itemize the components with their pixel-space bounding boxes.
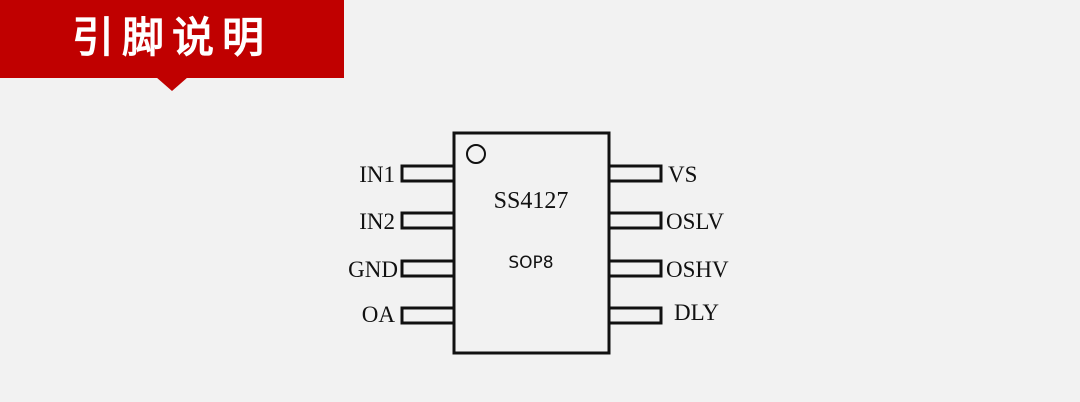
banner-pointer: [156, 77, 188, 91]
pin-label-left-3: GND: [348, 257, 398, 282]
pin-lead-right-4: [607, 306, 663, 325]
pin-lead-left-4: [400, 306, 456, 325]
pin-label-right-2: OSLV: [666, 209, 724, 234]
pin-label-left-4: OA: [362, 302, 396, 327]
pin-lead-left-1: [400, 164, 456, 183]
pin-lead-right-3: [607, 259, 663, 278]
chip-body: [452, 131, 611, 355]
section-title: 引脚说明: [71, 13, 272, 62]
pin-lead-right-2: [607, 211, 663, 230]
chip-package: SOP8: [508, 253, 553, 273]
pin-label-left-1: IN1: [359, 162, 395, 187]
pin1-marker-icon: [466, 144, 486, 164]
pin-label-right-1: VS: [668, 162, 697, 187]
pin-lead-right-1: [607, 164, 663, 183]
pin-label-right-3: OSHV: [666, 257, 729, 282]
pin-lead-left-2: [400, 211, 456, 230]
chip-name: SS4127: [494, 188, 569, 214]
pin-lead-left-3: [400, 259, 456, 278]
pin-label-left-2: IN2: [359, 209, 395, 234]
pin-label-right-4: DLY: [674, 300, 719, 325]
section-banner: [0, 0, 344, 78]
